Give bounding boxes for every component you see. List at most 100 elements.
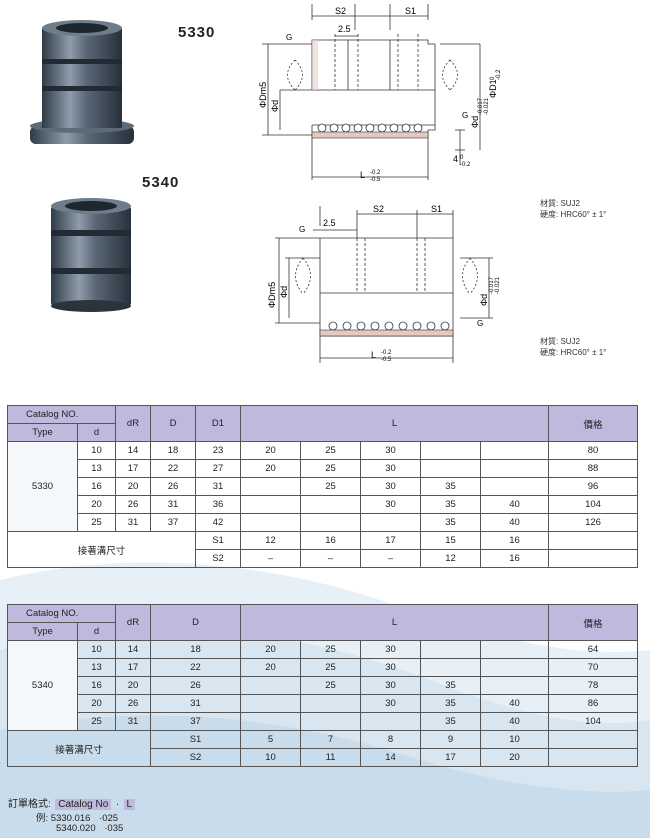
cell: 17 <box>115 459 151 478</box>
material-5330-line1: 材質: SUJ2 <box>540 199 581 208</box>
cell: 20 <box>240 441 301 460</box>
cell <box>300 513 361 532</box>
cell: 22 <box>150 658 241 677</box>
cell: 40 <box>479 513 550 532</box>
price-cell: 80 <box>548 441 639 460</box>
cell <box>548 549 639 568</box>
cell: 25 <box>77 712 116 731</box>
s1-label: S1 <box>195 531 241 550</box>
material-5340-line1: 材質: SUJ2 <box>540 337 581 346</box>
drawing2-l-label: L <box>371 350 376 360</box>
type-header: Type <box>7 423 78 442</box>
cell: 25 <box>300 640 361 659</box>
cell <box>360 712 421 731</box>
cell: 25 <box>300 658 361 677</box>
cell <box>240 676 301 695</box>
cell: 27 <box>195 459 241 478</box>
cell: 31 <box>115 712 151 731</box>
cell: 26 <box>150 676 241 695</box>
cell: 16 <box>300 531 361 550</box>
cell: 31 <box>150 694 241 713</box>
drawing1-s2-label: S2 <box>335 6 346 16</box>
price-cell: 88 <box>548 459 639 478</box>
cell <box>420 658 481 677</box>
model-cell: 5330 <box>7 441 78 532</box>
d-header: d <box>77 423 116 442</box>
material-5330-line2: 硬度: HRC60° ± 1° <box>540 210 607 219</box>
drawing1-l-label: L <box>360 170 365 180</box>
cell: 30 <box>360 694 421 713</box>
cell <box>240 495 301 514</box>
cell: 20 <box>240 658 301 677</box>
cell: – <box>300 549 361 568</box>
cell: 20 <box>240 640 301 659</box>
drawing1-g-bottom: G <box>462 111 468 120</box>
cell: 30 <box>360 658 421 677</box>
drawing2-l-upper: -0.2 <box>381 350 392 356</box>
drawing2-dim-2-5: 2.5 <box>323 218 336 228</box>
price-cell: 78 <box>548 676 639 695</box>
cell: 11 <box>300 748 361 767</box>
s1-label: S1 <box>150 730 241 749</box>
example-1-length: ·025 <box>99 813 119 824</box>
cell: 15 <box>420 531 481 550</box>
cell: 31 <box>115 513 151 532</box>
cell <box>479 459 550 478</box>
d-outer-header: D <box>150 405 196 442</box>
cell: 16 <box>77 676 116 695</box>
cell: 30 <box>360 459 421 478</box>
l-header: L <box>239 604 550 641</box>
dr-header: dR <box>115 405 151 442</box>
drawing1-d1-tol-lower: -0.2 <box>496 69 502 80</box>
cell: 20 <box>479 748 550 767</box>
drawing1-d1-tol-upper: 0 <box>490 76 496 80</box>
cell: 7 <box>300 730 361 749</box>
cell: 36 <box>195 495 241 514</box>
drawing2-dm5-label: ΦDm5 <box>267 282 277 308</box>
cell <box>420 441 481 460</box>
cell: 42 <box>195 513 241 532</box>
cell: 30 <box>360 441 421 460</box>
cell: 10 <box>240 748 301 767</box>
material-spec-5340: 材質: SUJ2 硬度: HRC60° ± 1° <box>540 336 606 358</box>
cell: 16 <box>479 549 550 568</box>
example-2-code: 5340.020 <box>56 823 96 834</box>
example-1-code: 5330.016 <box>50 813 91 824</box>
cell: 5 <box>240 730 301 749</box>
price-cell: 126 <box>548 513 639 532</box>
cell <box>240 513 301 532</box>
drawing1-l-upper: -0.2 <box>370 170 381 176</box>
cell: 18 <box>150 640 241 659</box>
cell: 17 <box>360 531 421 550</box>
catalog-no-header: Catalog NO. <box>7 604 116 623</box>
cell: 40 <box>479 712 550 731</box>
drawing1-dim-2-5: 2.5 <box>338 24 351 34</box>
cell <box>420 459 481 478</box>
d-outer-header: D <box>150 604 241 641</box>
d-header: d <box>77 622 116 641</box>
drawing2-l-lower: -0.5 <box>381 357 392 363</box>
drawing1-l-lower: -0.5 <box>370 177 381 183</box>
price-header: 價格 <box>548 405 639 442</box>
cell <box>240 712 301 731</box>
cell: 31 <box>195 477 241 496</box>
order-format: 訂單格式: Catalog No · L <box>8 794 136 812</box>
technical-drawing-5340: S2 S1 2.5 G G ΦDm5 Φd Φd -0.017 -0.021 L… <box>267 204 501 363</box>
drawing1-d-tol-upper: -0.017 <box>478 97 484 115</box>
cell: 12 <box>240 531 301 550</box>
cell: 14 <box>360 748 421 767</box>
cell: 23 <box>195 441 241 460</box>
cell <box>479 658 550 677</box>
cell <box>300 495 361 514</box>
cell: 30 <box>360 640 421 659</box>
